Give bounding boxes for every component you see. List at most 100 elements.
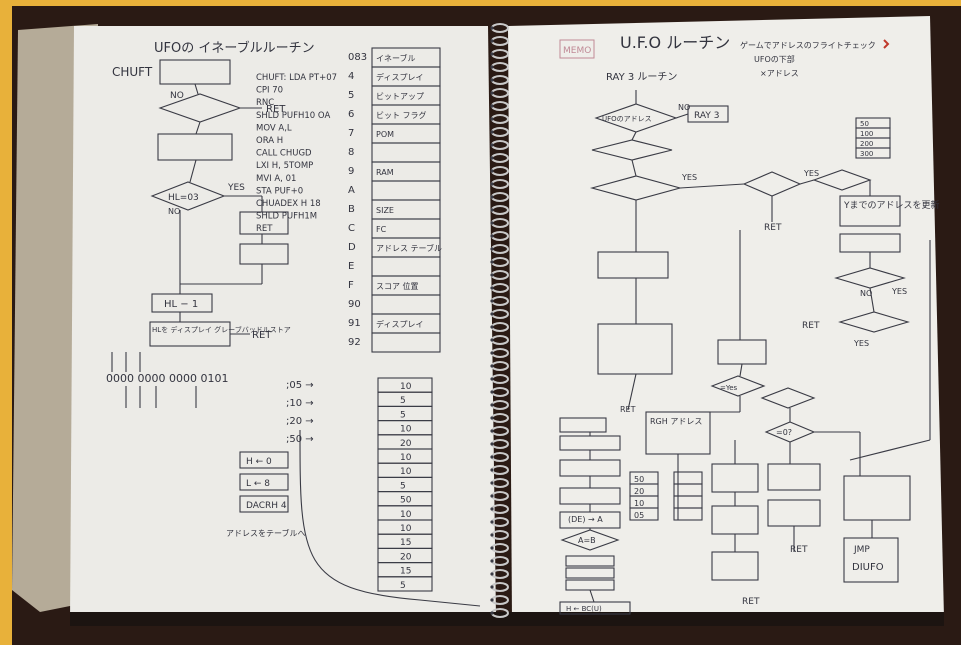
spiral-hole (490, 130, 493, 133)
step-label: L ← 8 (246, 479, 270, 489)
asm-line: STA PUF+0 (256, 186, 303, 196)
spiral-hole (490, 520, 493, 523)
spiral-hole (490, 494, 493, 497)
spiral-hole (490, 351, 493, 354)
mini-cell: 300 (860, 150, 873, 158)
addr-cell: 4 (348, 71, 354, 82)
left-edge (0, 0, 12, 645)
de-a-label: (DE) → A (568, 515, 603, 524)
addr-cell: 9 (348, 166, 354, 177)
score-cell: 10 (400, 467, 412, 477)
ret-label-r5: RET (620, 405, 636, 414)
yes-label-r1: YES (681, 173, 697, 182)
spiral-hole (490, 338, 493, 341)
hl-minus-label: HL − 1 (164, 299, 198, 310)
spiral-hole (490, 143, 493, 146)
hl-fixed-label: HL=03 (168, 193, 199, 203)
asm-line: CHUADEX H 18 (256, 199, 321, 209)
right-page (508, 16, 944, 620)
asm-line: ORA H (256, 136, 283, 146)
spiral-hole (490, 273, 493, 276)
score-note: ;05 → (286, 380, 314, 391)
asm-line: MVI A, 01 (256, 174, 296, 184)
rscore-cell: 20 (634, 487, 644, 496)
spiral-hole (490, 468, 493, 471)
spiral-hole (490, 286, 493, 289)
score-cell: 10 (400, 425, 412, 435)
ret-label-r2: RET (802, 321, 820, 331)
jmp-label: JMP (853, 545, 870, 555)
spiral-hole (490, 299, 493, 302)
update-label: Yまでのアドレスを更新 (843, 199, 940, 211)
score-cell: 5 (400, 581, 406, 591)
score-cell: 10 (400, 453, 412, 463)
score-cell: 15 (400, 538, 411, 548)
score-note: ;10 → (286, 398, 314, 409)
header-note-2: UFOの下部 (754, 54, 795, 64)
rscore-cell: 50 (634, 475, 644, 484)
addr-cell: C (348, 223, 355, 234)
rscore-cell: 10 (634, 499, 644, 508)
addr-cell: 92 (348, 337, 361, 348)
ret-label-r3: RET (790, 545, 808, 555)
spiral-hole (490, 104, 493, 107)
yes-label-1: YES (227, 183, 245, 193)
ufo-flag-label: UFOのアドレス (602, 115, 652, 123)
asm-line: CHUFT: LDA PT+07 (256, 73, 337, 83)
spiral-hole (490, 585, 493, 588)
mini-cell: 50 (860, 120, 869, 128)
desc-cell: ディスプレイ (376, 319, 423, 329)
score-cell: 50 (400, 496, 412, 506)
step-label: H ← 0 (246, 457, 272, 467)
no-label-r2: NO (678, 103, 690, 112)
diufo-label: DIUFO (852, 562, 884, 573)
spiral-hole (490, 260, 493, 263)
no-label-1: NO (170, 91, 184, 101)
spiral-hole (490, 195, 493, 198)
spiral-hole (490, 91, 493, 94)
spiral-hole (490, 403, 493, 406)
asm-line: SHLD PUFH10 OA (256, 111, 330, 121)
spiral-hole (490, 416, 493, 419)
mini-cell: 200 (860, 140, 873, 148)
spiral-hole (490, 390, 493, 393)
desc-cell: RAM (376, 168, 394, 177)
ret-label-r1: RET (764, 223, 782, 233)
spiral-hole (490, 247, 493, 250)
score-cell: 20 (400, 552, 412, 562)
header-note-1: ゲームでアドレスのフライトチェック (740, 40, 876, 50)
addr-cell: 083 (348, 52, 367, 63)
right-title: U.F.O ルーチン (620, 33, 730, 52)
addr-cell: E (348, 261, 354, 272)
asm-line: CPI 70 (256, 86, 283, 96)
spiral-hole (490, 117, 493, 120)
score-cell: 10 (400, 524, 412, 534)
addr-cell: 90 (348, 299, 361, 310)
addr-cell: 6 (348, 109, 354, 120)
score-cell: 15 (400, 567, 411, 577)
score-cell: 5 (400, 481, 406, 491)
spiral-hole (490, 455, 493, 458)
a-b-label: A=B (578, 536, 596, 545)
addr-cell: A (348, 185, 355, 196)
spiral-hole (490, 312, 493, 315)
step-label: DACRH 4 (246, 501, 287, 511)
yes-label-r3: YES (891, 287, 907, 296)
rscore-cell: 05 (634, 511, 644, 520)
asm-line: CALL CHUGD (256, 149, 312, 159)
yes-label-r4: YES (853, 339, 869, 348)
addr-cell: 5 (348, 90, 354, 101)
rgb-label: RGH アドレス (650, 417, 702, 426)
addr-cell: 7 (348, 128, 354, 139)
left-title: UFOの イネーブルルーチン (154, 40, 315, 56)
yes-label-r2: YES (803, 169, 819, 178)
addr-cell: B (348, 204, 355, 215)
spiral-hole (490, 52, 493, 55)
no-label-r1: NO (860, 289, 872, 298)
spiral-hole (490, 546, 493, 549)
desc-cell: スコア 位置 (376, 281, 419, 291)
asm-line: SHLD PUFH1M (256, 212, 317, 222)
spiral-hole (490, 234, 493, 237)
score-cell: 10 (400, 382, 412, 392)
